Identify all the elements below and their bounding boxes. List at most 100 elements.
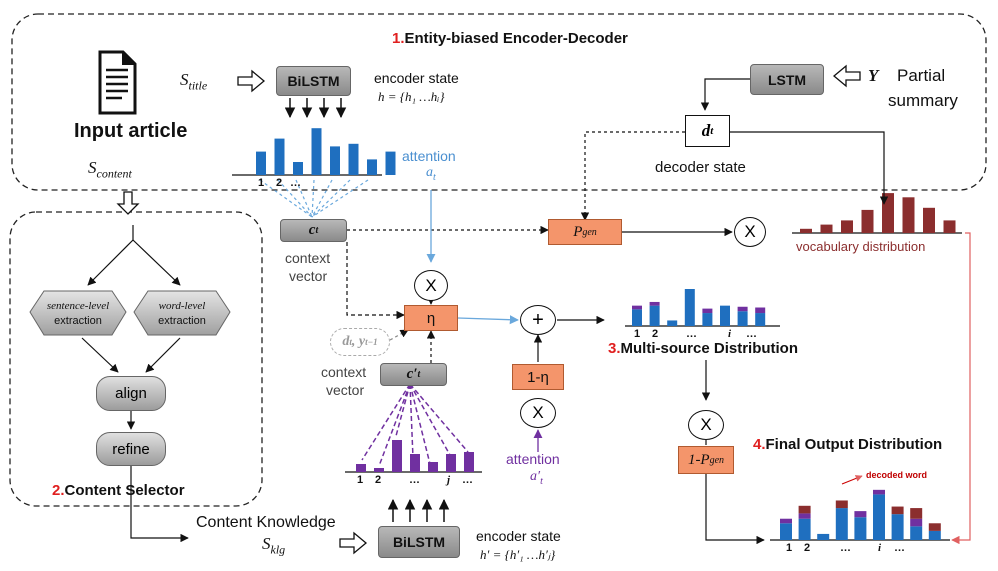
one-minus-eta-box: 1-η xyxy=(512,364,564,390)
hollow-arrow-klg xyxy=(339,531,368,555)
enc-top-bar xyxy=(330,146,340,175)
multi-bar-blue xyxy=(649,305,660,326)
enc-bottom-bar xyxy=(374,468,384,472)
times-vocab: X xyxy=(734,217,766,247)
enc-top-bar xyxy=(385,151,396,175)
final-bar-purple xyxy=(780,518,792,524)
section-1-title: 1.Entity-biased Encoder-Decoder xyxy=(392,30,628,47)
final-tick: i xyxy=(878,542,882,554)
enc-top-bar xyxy=(367,159,377,175)
s-klg: Sklg xyxy=(262,534,286,557)
enc-bottom-bar xyxy=(356,464,366,472)
vocab-bar xyxy=(923,207,935,233)
final-bar-brown xyxy=(928,523,941,531)
top-attention-fan xyxy=(259,179,369,218)
final-tick: … xyxy=(894,542,905,554)
context-vector-label-4: vector xyxy=(326,382,365,398)
input-article-label: Input article xyxy=(74,120,188,142)
vocab-bar xyxy=(943,220,956,233)
final-tick: 2 xyxy=(804,542,811,554)
final-bar-blue xyxy=(854,517,867,540)
encoder-state-formula: h = {h₁ …hᵢ} xyxy=(378,89,445,104)
hollow-arrow-title xyxy=(237,69,266,93)
multi-tick: 1 xyxy=(634,328,641,340)
enc-bottom-bar xyxy=(464,452,474,472)
enc-top-bar xyxy=(293,162,303,175)
multi-bar-blue xyxy=(632,309,642,326)
hollow-arrow-y xyxy=(832,64,861,88)
multi-bar-blue xyxy=(755,313,766,326)
final-bar-blue xyxy=(798,518,811,540)
enc-top-bar xyxy=(348,143,359,175)
vocab-bar xyxy=(841,220,853,233)
final-bar-brown xyxy=(891,506,904,515)
bilstm-bottom-output-arrows xyxy=(387,498,450,522)
times-final: X xyxy=(688,410,724,440)
vocab-bar xyxy=(902,197,915,233)
context-vector-label-2: vector xyxy=(289,268,328,284)
multi-tick: i xyxy=(728,328,732,340)
final-bar-blue xyxy=(891,514,904,540)
final-tick: 1 xyxy=(786,542,793,554)
final-bar-purple xyxy=(910,518,923,527)
encoder-state-label: encoder state xyxy=(374,70,459,86)
enc-bottom-tick: … xyxy=(462,474,473,486)
enc-bottom-tick: 2 xyxy=(375,474,382,486)
sentence-extraction-label: extraction xyxy=(54,315,102,327)
attention-bottom-symbol: a′t xyxy=(530,469,543,487)
eta-box: η xyxy=(404,305,458,331)
multi-bar-blue xyxy=(684,289,695,326)
summary-label: summary xyxy=(888,91,958,110)
final-bar-brown xyxy=(798,505,811,514)
final-bar-blue xyxy=(835,508,848,540)
final-bar-blue xyxy=(817,533,830,540)
enc-bottom-bar xyxy=(392,440,402,472)
document-icon xyxy=(98,50,137,115)
final-bar-blue xyxy=(928,530,941,540)
word-level-label: word-level xyxy=(158,300,206,312)
word-extraction-shape xyxy=(133,290,231,336)
final-bar-purple xyxy=(873,489,885,495)
s-title: Stitle xyxy=(180,70,208,93)
bilstm-top: BiLSTM xyxy=(276,66,351,96)
bilstm-top-output-arrows xyxy=(284,98,347,119)
enc-top-tick: 1 xyxy=(258,177,265,189)
context-vector-label-3: context xyxy=(321,364,367,380)
final-bar-brown xyxy=(835,500,848,509)
vocab-bar xyxy=(800,228,812,233)
vocab-bar xyxy=(820,224,833,233)
section-4-title: 4.Final Output Distribution xyxy=(753,436,943,453)
final-bar-blue xyxy=(780,523,792,540)
multi-bar-blue xyxy=(737,311,748,326)
encoder-state-formula-2: h′ = {h′₁ …h′ⱼ} xyxy=(480,547,556,562)
y-symbol: Y xyxy=(868,66,879,85)
final-bar-blue xyxy=(873,494,885,540)
refine-node: refine xyxy=(96,432,166,466)
sentence-level-label: sentence-level xyxy=(46,300,110,312)
enc-bottom-bar xyxy=(446,454,456,472)
eta-to-plus xyxy=(457,315,519,325)
multi-bar-blue xyxy=(667,320,678,326)
decoder-state-label: decoder state xyxy=(655,159,746,176)
enc-bottom-tick: … xyxy=(409,474,420,486)
context-vector-label-1: context xyxy=(285,250,331,266)
enc-bottom-bar xyxy=(410,454,420,472)
final-bar-purple xyxy=(798,513,811,519)
section-2-title: 2.Content Selector xyxy=(52,482,185,499)
word-extraction-label: extraction xyxy=(158,315,206,327)
enc-top-tick: 2 xyxy=(276,177,283,189)
vocab-bar xyxy=(861,209,874,233)
bottom-attention-fan xyxy=(361,383,469,467)
attention-bottom-label: attention xyxy=(506,451,560,467)
decoded-word-arrow xyxy=(841,475,863,485)
final-bar-brown xyxy=(910,508,923,519)
bilstm-bottom: BiLSTM xyxy=(378,526,460,558)
attention-top-symbol: at xyxy=(426,165,436,183)
lstm-box: LSTM xyxy=(750,64,824,95)
final-bar-purple xyxy=(854,511,867,518)
